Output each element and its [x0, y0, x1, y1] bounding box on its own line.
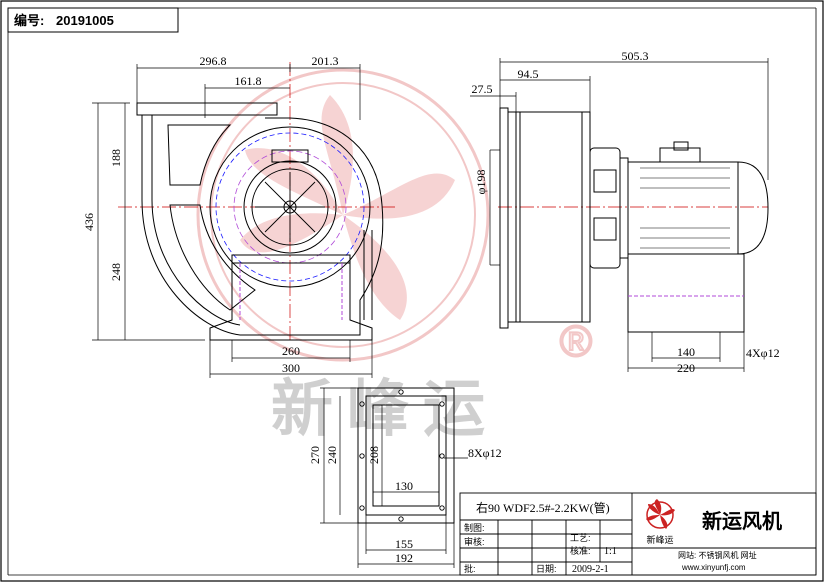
flange-view: [357, 387, 455, 524]
side-dim-labels: 505.3 94.5 27.5 φ198 140 220 4Xφ12: [472, 49, 780, 375]
approve-label: 批:: [464, 563, 476, 574]
dim-300: 300: [282, 361, 300, 375]
dim-140: 140: [677, 345, 695, 359]
dim-208: 208: [367, 446, 381, 464]
dim-161-8: 161.8: [235, 74, 262, 88]
dim-220: 220: [677, 361, 695, 375]
dim-192: 192: [395, 551, 413, 565]
dim-phi198: φ198: [474, 170, 488, 195]
dim-8x-phi12: 8Xφ12: [468, 446, 502, 460]
front-dimensions: [92, 64, 373, 378]
dim-248: 248: [109, 263, 123, 281]
dim-260: 260: [282, 344, 300, 358]
dim-130: 130: [395, 479, 413, 493]
dim-94-5: 94.5: [518, 67, 539, 81]
watermark-logo: ®: [196, 68, 593, 367]
dim-4x-phi12: 4Xφ12: [746, 346, 780, 360]
side-view: [498, 107, 769, 333]
side-dimensions: [470, 58, 769, 372]
serial-value: 20191005: [56, 13, 114, 28]
dim-296-8: 296.8: [200, 54, 227, 68]
dim-188: 188: [109, 149, 123, 167]
date-value: 2009-2-1: [572, 564, 609, 575]
check-label: 核准:: [570, 545, 591, 556]
company-name: 新运风机: [702, 509, 782, 533]
company-logo: 新峰运: [646, 499, 675, 545]
dim-270: 270: [308, 446, 322, 464]
dim-201-3: 201.3: [312, 54, 339, 68]
dim-155: 155: [395, 537, 413, 551]
dim-436: 436: [82, 213, 96, 231]
front-dim-labels: 296.8 201.3 161.8 436 188 248 260 300: [82, 54, 339, 375]
title-block: [459, 492, 817, 576]
serial-box: 编号: 20191005: [7, 7, 179, 33]
draw-label: 制图:: [464, 522, 485, 533]
registered-mark: ®: [560, 317, 592, 366]
review-label: 审核:: [464, 536, 485, 547]
serial-label: 编号:: [14, 13, 44, 28]
flange-dim-labels: 270 240 208 130 155 192 8Xφ12: [308, 446, 502, 565]
logo-text: 新峰运: [646, 534, 673, 545]
dim-27-5: 27.5: [472, 82, 493, 96]
website-label: 网站: 不锈钢风机 网址: [678, 550, 757, 560]
process-label: 工艺:: [570, 533, 591, 543]
website-url: www.xinyunfj.com: [681, 563, 746, 572]
front-view: [118, 62, 395, 341]
date-label: 日期:: [536, 564, 557, 574]
flange-dimensions: [320, 387, 468, 568]
model-name: 右90 WDF2.5#-2.2KW(管): [476, 500, 610, 515]
title-block-text: 右90 WDF2.5#-2.2KW(管) 制图: 审核: 批: 工艺: 核准: …: [464, 499, 782, 575]
dim-505-3: 505.3: [622, 49, 649, 63]
dim-240: 240: [325, 446, 339, 464]
scale-value: 1:1: [604, 546, 617, 557]
watermark-text: 新峰运: [271, 372, 499, 445]
